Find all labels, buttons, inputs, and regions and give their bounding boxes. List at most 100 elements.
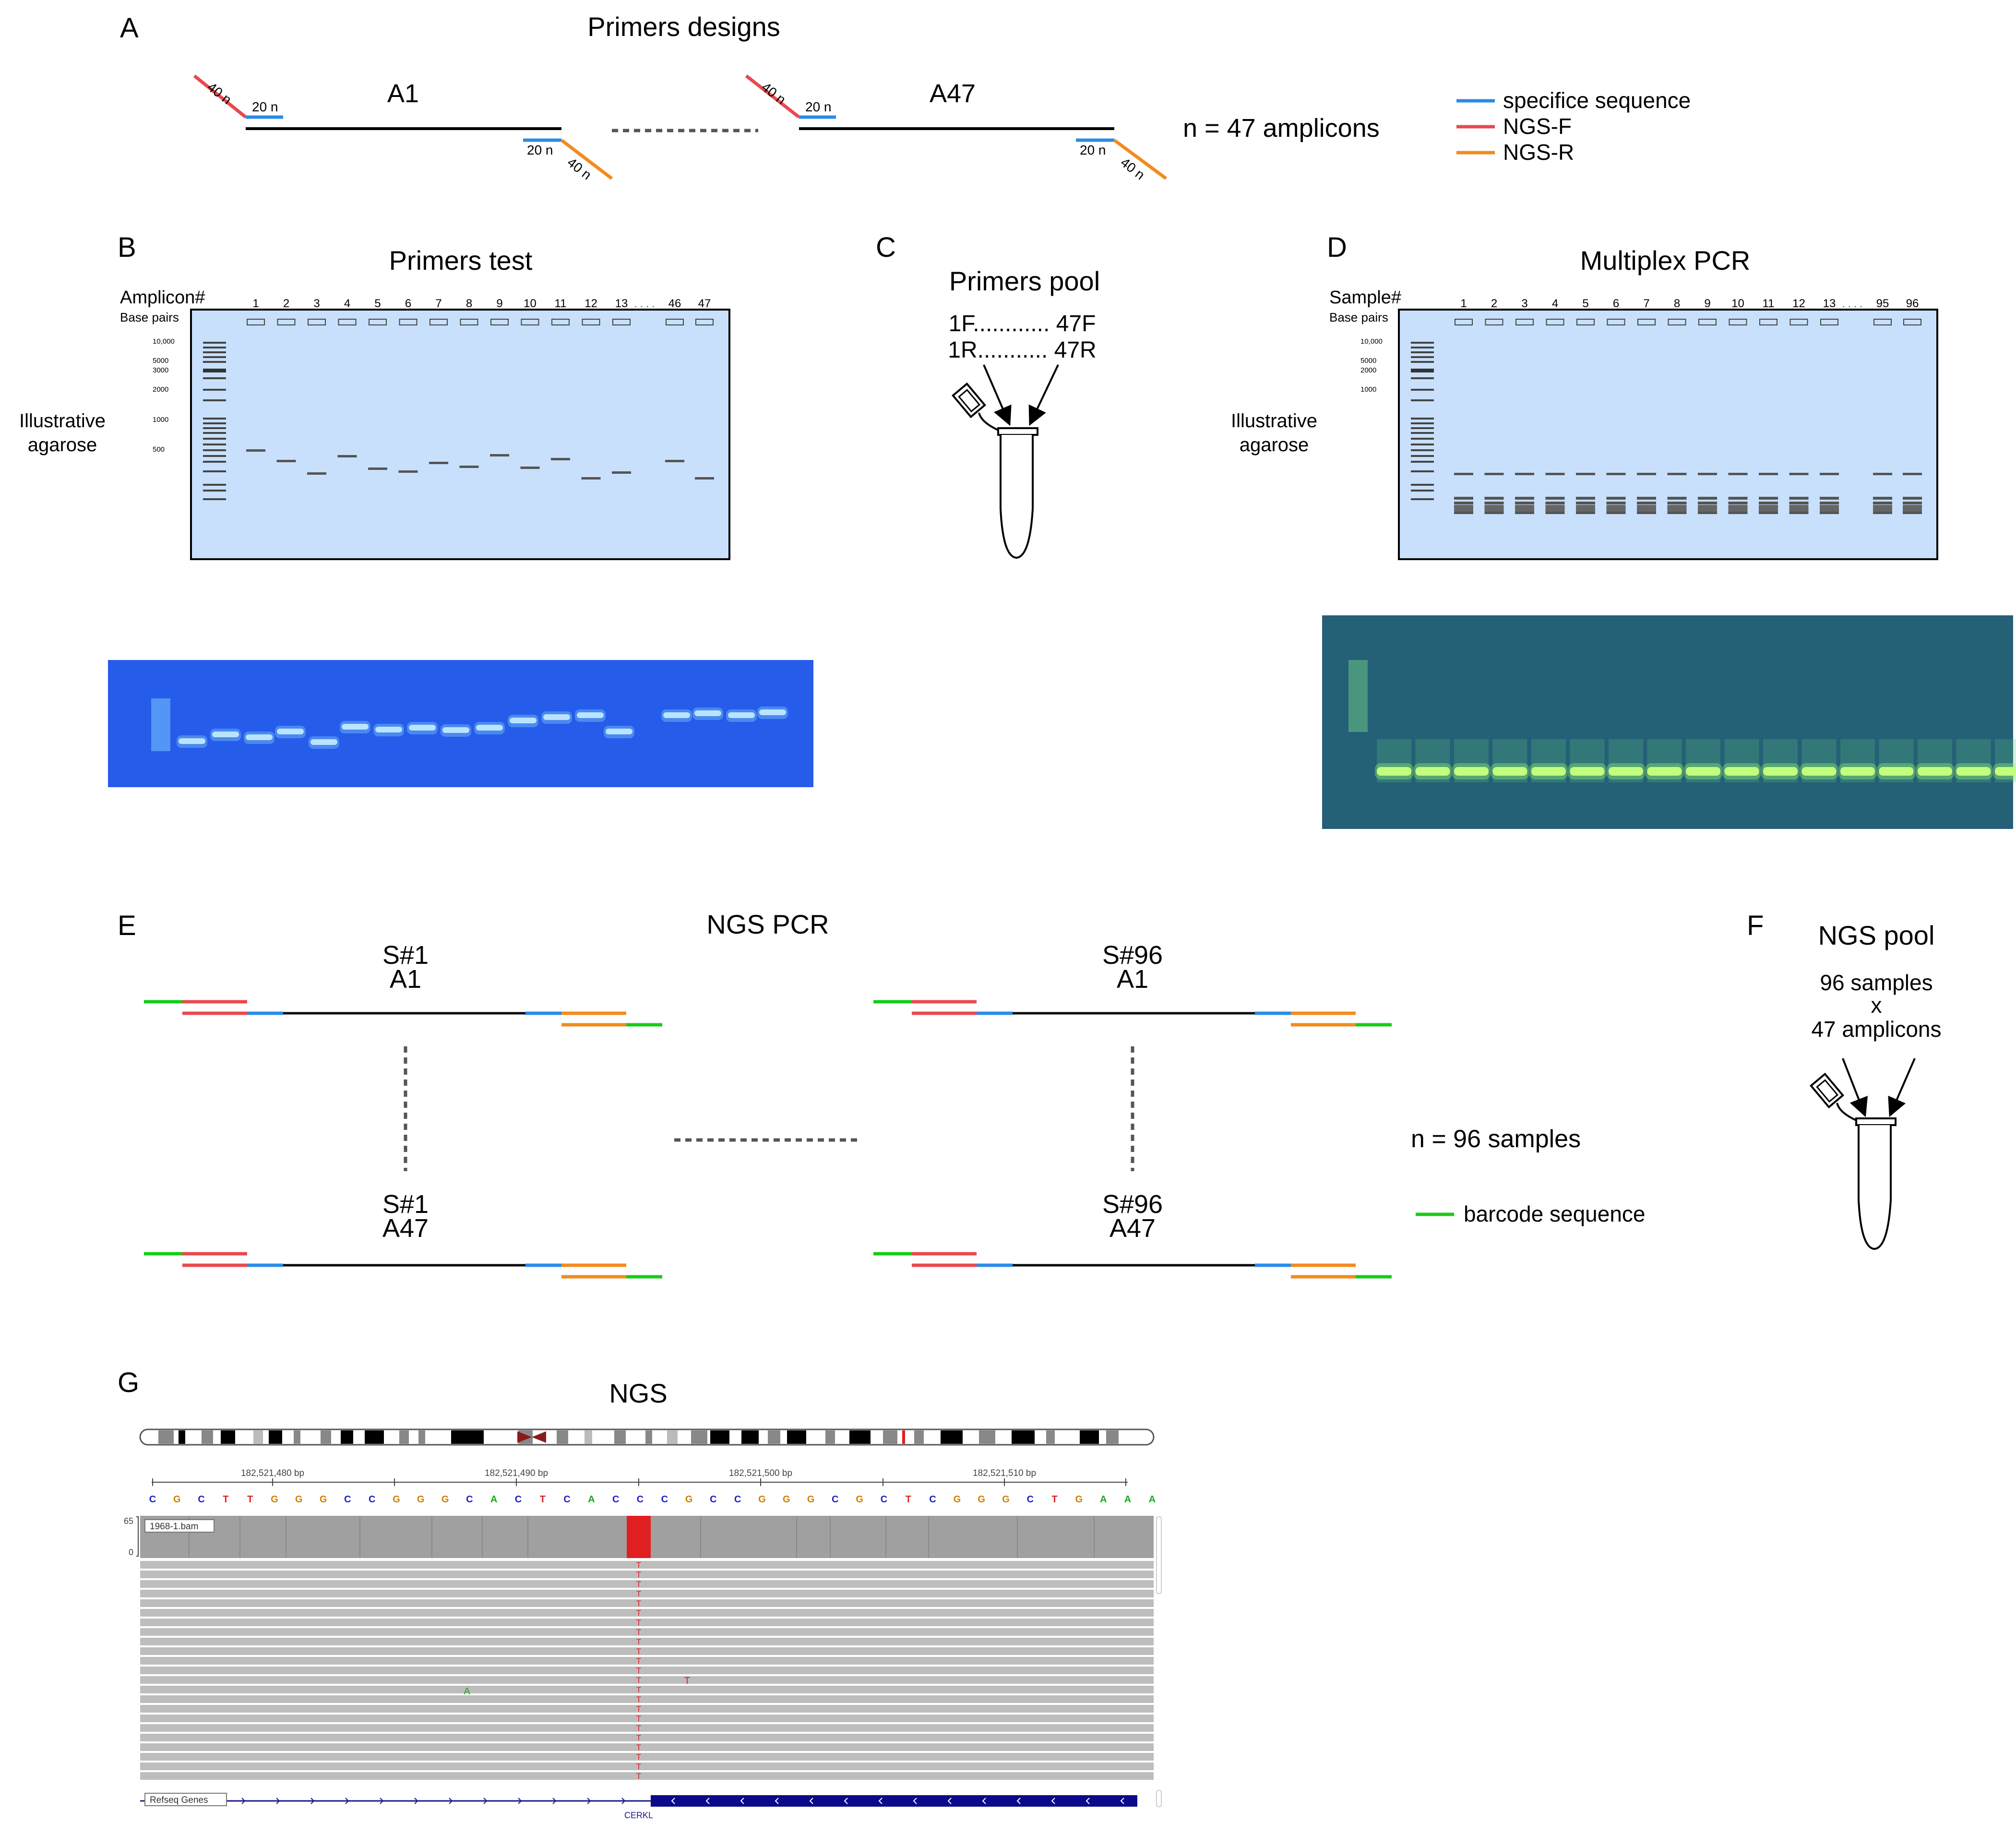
panel-b-title: Primers test (389, 245, 533, 276)
gel-band (1903, 497, 1922, 500)
ideogram-band (221, 1430, 235, 1444)
ladder-band (203, 361, 226, 363)
ideogram-band (645, 1430, 652, 1444)
gel-band (1873, 497, 1892, 500)
gel-band (1698, 511, 1717, 514)
reference-base: C (369, 1494, 375, 1505)
label-20n: 20 n (805, 99, 832, 114)
ideogram-band (585, 1430, 592, 1444)
ladder-band (1411, 438, 1434, 440)
reference-base: G (173, 1494, 181, 1505)
variant-base: T (636, 1637, 641, 1646)
gel-well (1698, 319, 1717, 325)
gel-band (1484, 502, 1504, 504)
gel-well (1759, 319, 1777, 325)
lane-number: 1 (1460, 297, 1467, 310)
ladder-band (1411, 432, 1434, 434)
reference-base: T (906, 1494, 911, 1505)
ideogram-band (914, 1430, 924, 1444)
photo-band-glow (541, 711, 572, 724)
ladder-band (203, 389, 226, 391)
variant-base: T (636, 1685, 641, 1694)
gel-well (369, 319, 387, 325)
reference-base: C (149, 1494, 156, 1505)
gene-exon (651, 1795, 1137, 1807)
strand-arrow (310, 1798, 315, 1804)
panel-b-letter: B (118, 232, 136, 263)
gel-band (398, 470, 418, 473)
ladder-band (203, 369, 226, 372)
photo-band-glow (757, 707, 788, 719)
ladder-band (203, 490, 226, 492)
photo-band (1492, 767, 1527, 776)
ladder-band (1411, 347, 1434, 348)
ideogram-band (321, 1430, 331, 1444)
ideogram-band (158, 1430, 174, 1444)
variant-base: T (636, 1743, 641, 1752)
read-row (140, 1647, 1154, 1655)
ladder-band (1411, 418, 1434, 420)
gel-band (1637, 511, 1656, 514)
ladder-band (1411, 444, 1434, 445)
ladder-band (203, 438, 226, 440)
scrollbar[interactable] (1156, 1790, 1162, 1807)
lane-gap: . . . . (634, 298, 655, 310)
coverage-grid (189, 1517, 1095, 1558)
gel-band (1484, 497, 1504, 500)
ruler-label: 182,521,490 bp (485, 1468, 548, 1478)
ladder-band (1411, 351, 1434, 353)
ladder-band (203, 399, 226, 401)
photo-band-glow (373, 724, 404, 736)
label-40n: 40 n (564, 155, 594, 182)
photo-band-glow (1993, 763, 2016, 780)
gel-well (666, 319, 684, 325)
scrollbar[interactable] (1156, 1516, 1162, 1594)
gel-band (1759, 473, 1778, 475)
gel-band (1698, 502, 1717, 504)
read-row (140, 1590, 1154, 1597)
photo-band-glow (575, 709, 606, 722)
gel-band (1545, 502, 1565, 504)
illustrative-gel (190, 309, 730, 560)
gel-band (581, 477, 601, 480)
ladder-band (203, 351, 226, 353)
ladder-band (203, 484, 226, 486)
coverage-min: 0 (129, 1547, 133, 1557)
gene-track-name: Refseq Genes (150, 1795, 208, 1805)
gel-band (1789, 473, 1809, 475)
strand-arrow (947, 1798, 952, 1804)
lane-number: 10 (524, 297, 537, 310)
ideogram-band (902, 1430, 905, 1444)
photo-band (1763, 767, 1798, 776)
reference-base: T (223, 1494, 228, 1505)
gel-band (1728, 497, 1748, 500)
ladder-band (1411, 361, 1434, 363)
gel-band (1667, 505, 1687, 512)
lane-number: 47 (698, 297, 711, 310)
gel-band (1667, 502, 1687, 504)
gel-well (1546, 319, 1564, 325)
pool-line: x (1871, 993, 1882, 1018)
reference-base: C (1027, 1494, 1034, 1505)
photo-band-glow (1375, 763, 1413, 780)
read-row (140, 1705, 1154, 1713)
gel-well (1455, 319, 1473, 325)
variant-base: T (636, 1724, 641, 1733)
strand-arrow (705, 1798, 710, 1804)
track-name-box (144, 1519, 215, 1533)
variant-base: T (636, 1762, 641, 1771)
variant-base: T (636, 1570, 641, 1579)
variant-base: T (636, 1589, 641, 1598)
ladder-band (203, 342, 226, 344)
panel-f-title: NGS pool (1818, 920, 1935, 950)
lane-number: 9 (496, 297, 502, 310)
gel-band (1545, 497, 1565, 500)
lane-number: 12 (1792, 297, 1805, 310)
photo-band (442, 727, 469, 733)
gel-band (1820, 497, 1839, 500)
gel-band (1903, 502, 1922, 504)
side-label: Illustrative (1231, 410, 1317, 432)
side-label: agarose (1240, 434, 1309, 456)
panel-a-letter: A (120, 12, 139, 44)
panel-d-title: Multiplex PCR (1580, 245, 1751, 276)
